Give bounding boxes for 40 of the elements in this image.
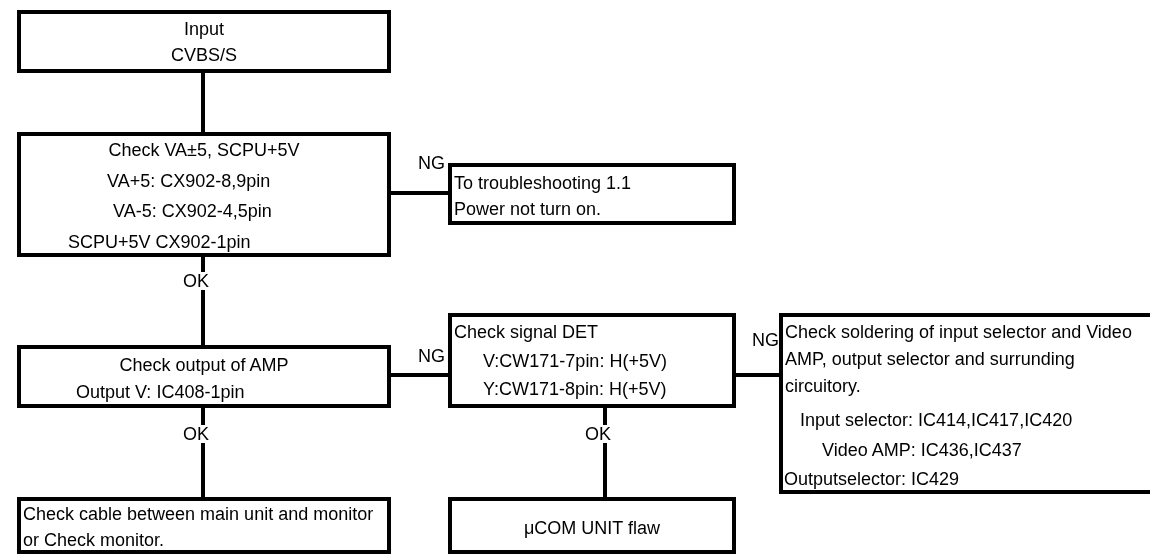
connector-line	[201, 408, 205, 497]
box-text: VA-5: CX902-4,5pin	[113, 200, 272, 223]
process-box	[448, 313, 736, 408]
box-text: V:CW171-7pin: H(+5V)	[483, 350, 667, 373]
box-text: Outputselector: IC429	[784, 468, 960, 491]
process-box	[17, 132, 391, 257]
edge-label: OK	[584, 425, 612, 443]
connector-line	[201, 257, 205, 345]
connector-line	[201, 73, 205, 132]
process-box	[448, 163, 736, 225]
box-text: Check VA±5, SCPU+5V	[107, 139, 301, 162]
box-text: SCPU+5V CX902-1pin	[68, 231, 251, 254]
connector-line	[391, 373, 448, 377]
box-text: Check signal DET	[454, 321, 599, 344]
edge-label: OK	[182, 272, 210, 290]
connector-line	[736, 373, 779, 377]
box-text: μCOM UNIT flaw	[522, 517, 661, 540]
process-box	[17, 345, 391, 408]
box-text: Power not turn on.	[454, 198, 602, 221]
box-text: Output V: IC408-1pin	[76, 381, 245, 404]
box-text: To troubleshooting 1.1	[454, 172, 632, 195]
box-text: Video AMP: IC436,IC437	[822, 439, 1022, 462]
process-box	[17, 10, 391, 73]
box-text: Check cable between main unit and monitor or Check monitor.	[23, 503, 375, 552]
box-text: Y:CW171-8pin: H(+5V)	[483, 378, 667, 401]
process-box	[17, 497, 391, 554]
connector-line	[603, 408, 607, 497]
box-text: Check soldering of input selector and Video AMP, output selector and surrunding circuitory.	[785, 321, 1133, 398]
box-text: VA+5: CX902-8,9pin	[107, 170, 271, 193]
edge-label: NG	[417, 154, 446, 172]
box-text: Input	[182, 18, 225, 41]
edge-label: OK	[182, 425, 210, 443]
box-text: Input selector: IC414,IC417,IC420	[800, 409, 1073, 432]
edge-label: NG	[417, 347, 446, 365]
box-text: Check output of AMP	[118, 354, 290, 377]
connector-line	[391, 191, 448, 195]
edge-label: NG	[751, 331, 780, 349]
box-text: CVBS/S	[170, 44, 238, 67]
process-box	[779, 313, 1150, 494]
process-box	[448, 497, 736, 554]
